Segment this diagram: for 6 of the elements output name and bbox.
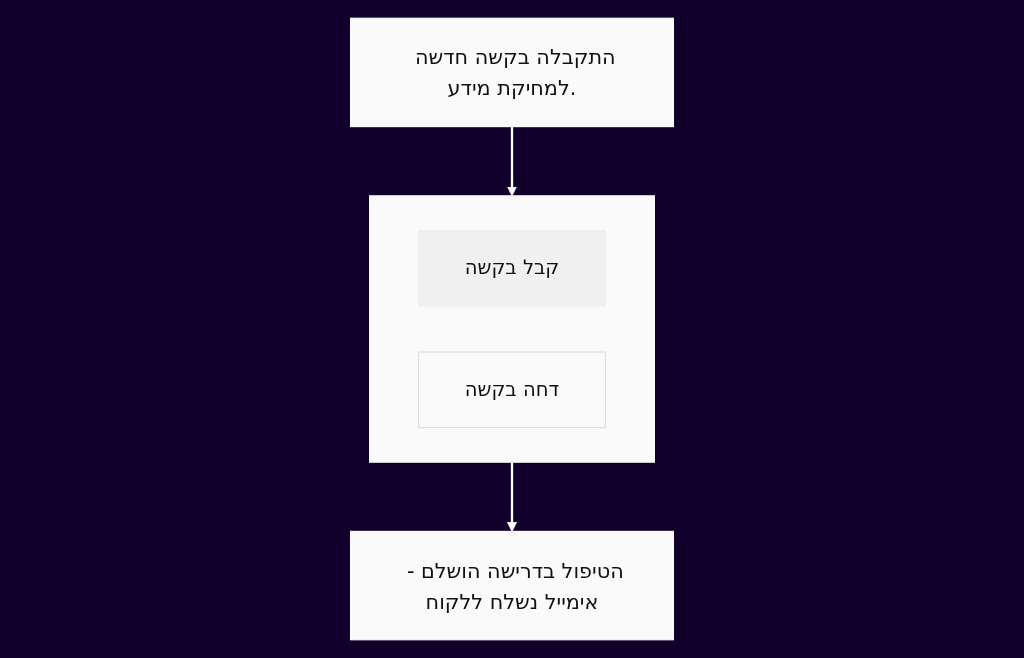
- node-box: דחה בקשה: [418, 351, 606, 429]
- node-box: הטיפול בדרישה הושלם - אימייל נשלח ללקוח: [350, 530, 674, 641]
- arrow: [506, 462, 518, 532]
- cluster: [369, 195, 655, 463]
- arrow: [506, 126, 518, 197]
- node-box: התקבלה בקשה חדשה למחיקת מידע.: [350, 17, 674, 128]
